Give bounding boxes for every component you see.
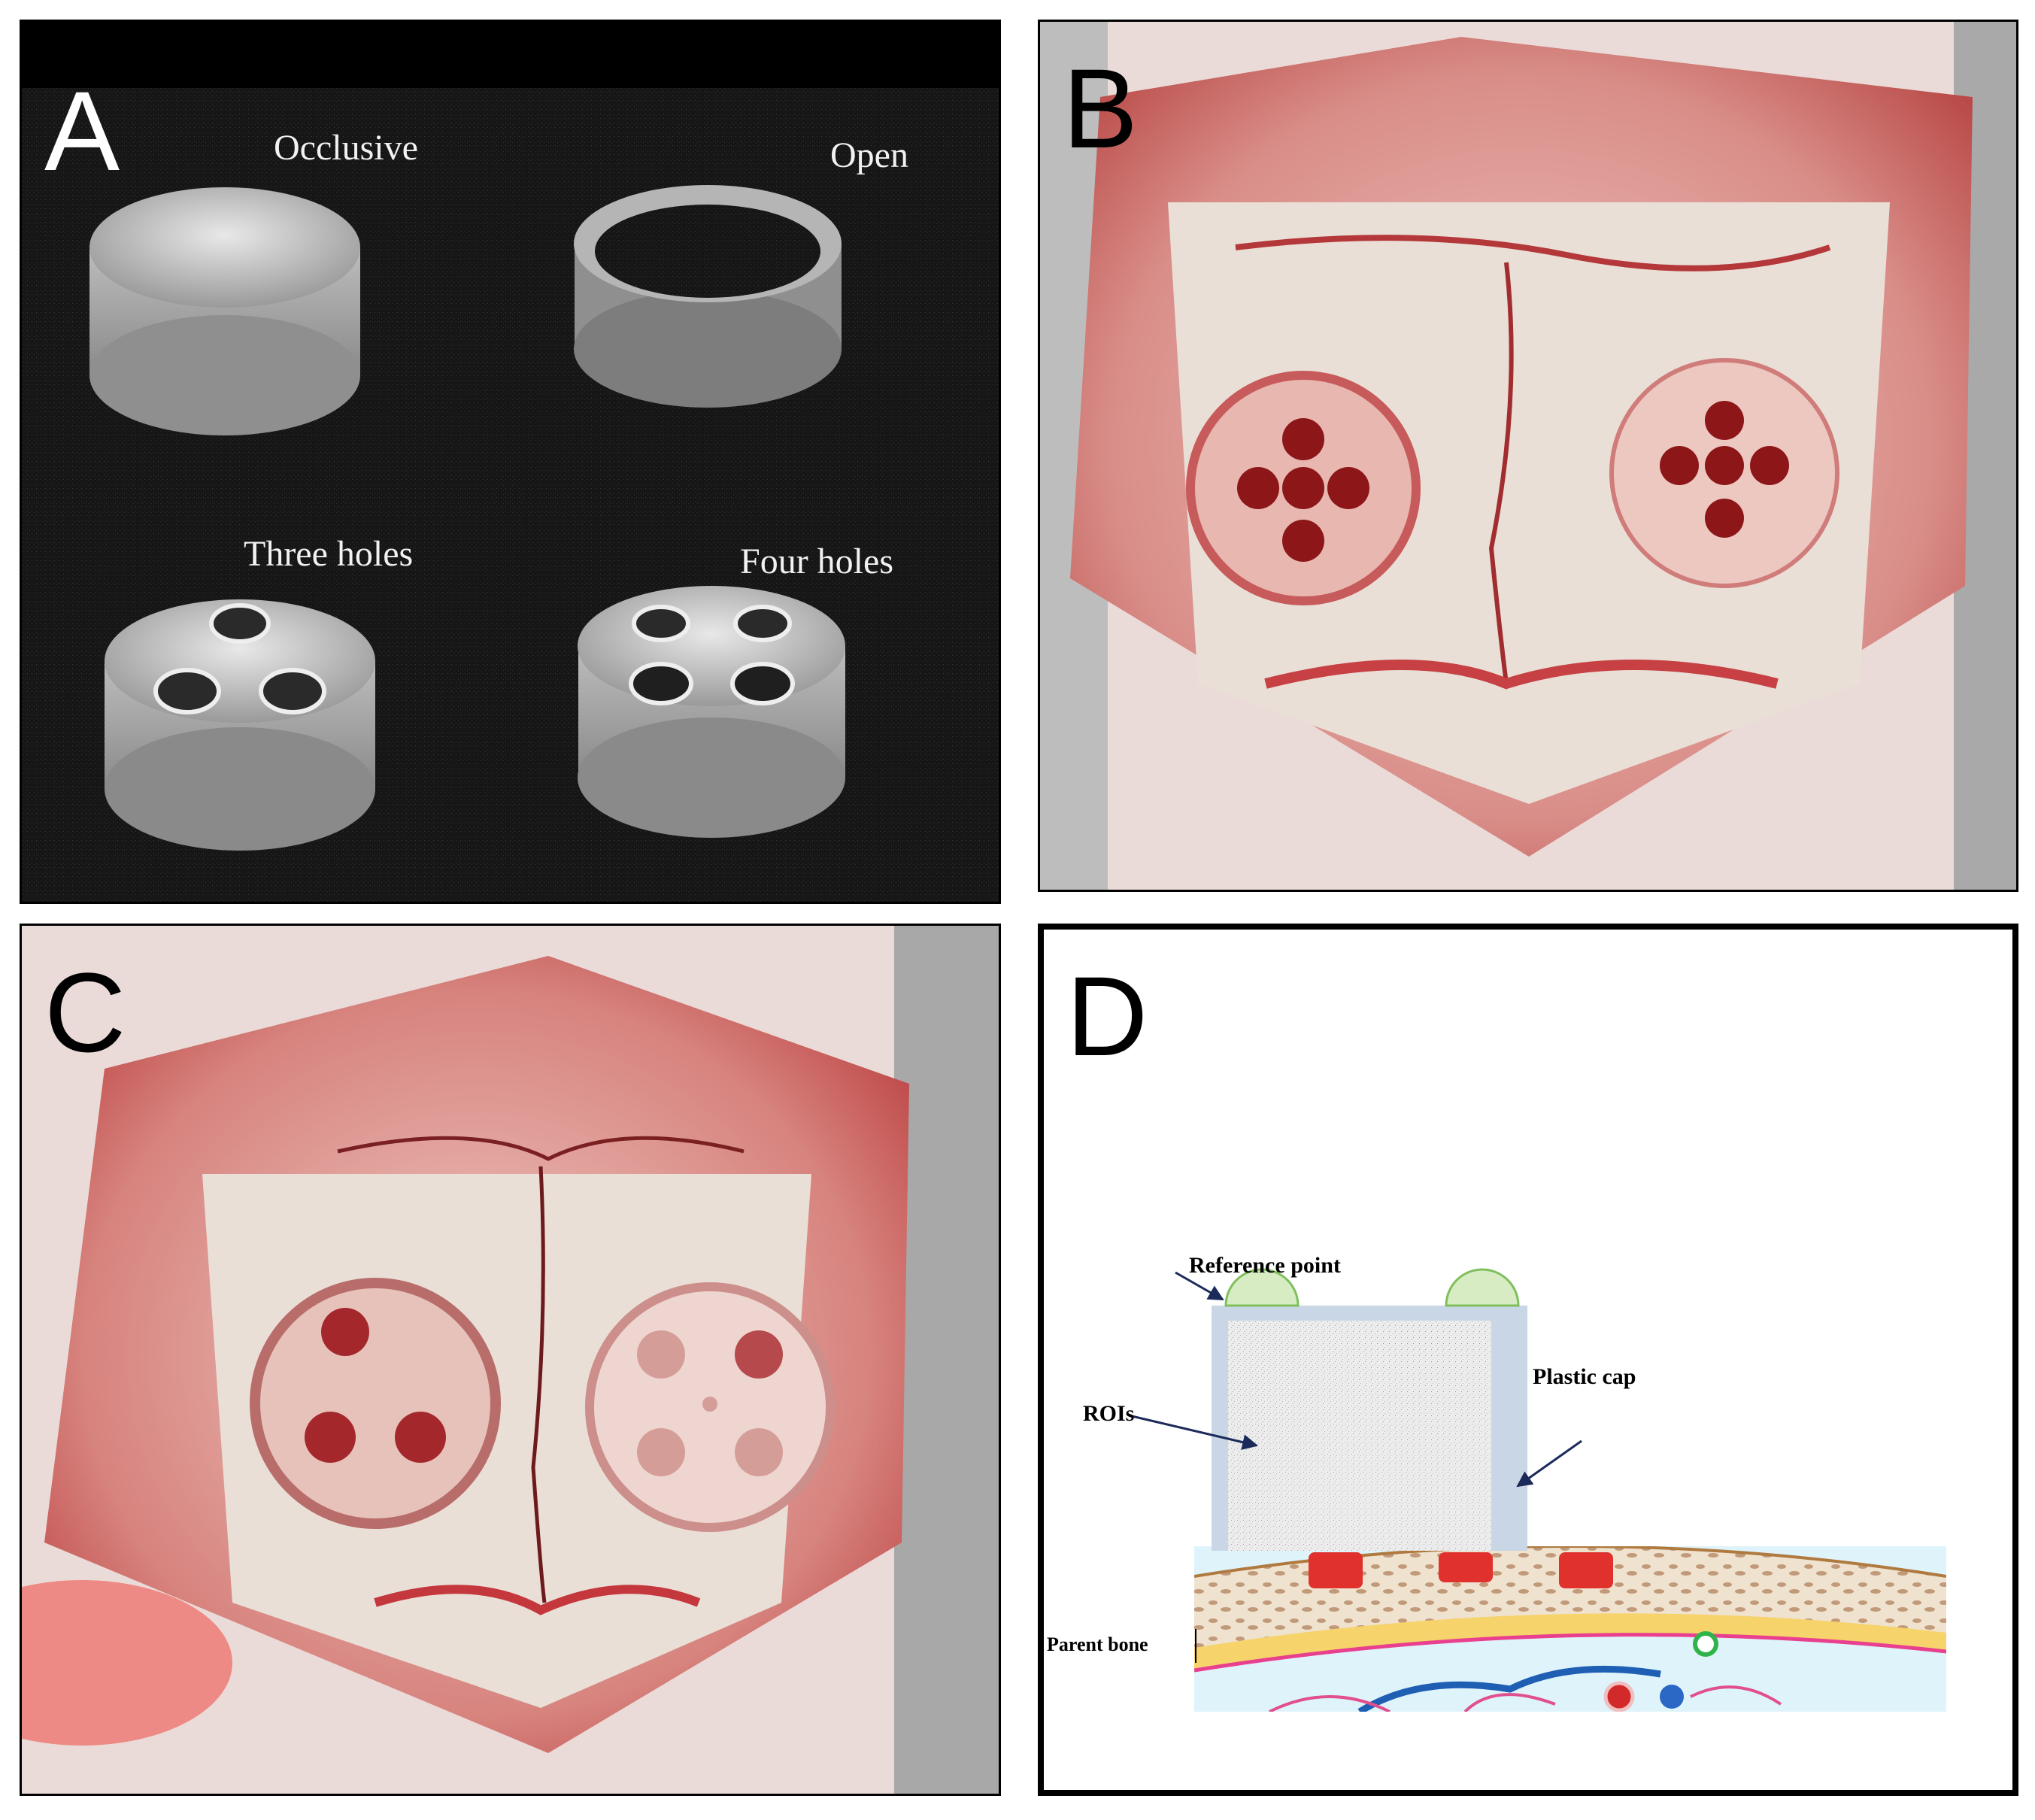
panel-b-photo — [1040, 22, 2016, 890]
red-blood-cell — [1603, 1681, 1635, 1712]
right-defect-group — [1609, 358, 1839, 588]
panel-a-letter: A — [44, 68, 120, 194]
left-cap-implanted — [250, 1278, 501, 1529]
label-parent-bone: Parent bone — [1047, 1633, 1148, 1655]
open-cap — [574, 185, 842, 408]
label-occlusive: Occlusive — [274, 128, 418, 168]
panel-c: C — [20, 924, 1001, 1796]
panel-a: A Occlusive Open Three holes Four holes — [20, 20, 1001, 904]
panel-c-letter: C — [44, 949, 126, 1075]
panel-d: D Reference point Plastic cap ROIs Paren… — [1038, 924, 2018, 1796]
right-cap-implanted — [585, 1282, 835, 1532]
defect-1 — [1309, 1552, 1363, 1588]
vessel-blue — [1357, 1665, 1661, 1712]
label-rois: ROIs — [1083, 1401, 1135, 1426]
left-defect-group — [1186, 371, 1421, 605]
defect-2 — [1439, 1552, 1493, 1582]
occlusive-cap — [89, 187, 360, 435]
arrow-reference-point — [1175, 1271, 1224, 1301]
arrow-plastic-cap — [1516, 1439, 1582, 1488]
panel-b: B — [1038, 20, 2018, 892]
defect-3 — [1559, 1552, 1613, 1588]
label-open: Open — [830, 135, 908, 175]
roi-region — [1228, 1321, 1491, 1551]
panel-d-letter: D — [1066, 953, 1148, 1079]
label-plastic-cap: Plastic cap — [1533, 1364, 1636, 1389]
label-four-holes: Four holes — [740, 541, 893, 581]
green-cell — [1693, 1631, 1718, 1657]
label-reference-point: Reference point — [1189, 1253, 1341, 1278]
three-holes-cap — [105, 599, 375, 851]
panel-a-photo — [22, 88, 999, 902]
vessel-pink — [1269, 1685, 1782, 1712]
panel-b-letter: B — [1063, 45, 1139, 171]
four-holes-cap — [578, 586, 845, 838]
panel-c-photo — [22, 926, 999, 1794]
reference-point-left — [1224, 1268, 1300, 1307]
panel-a-top-band — [22, 22, 999, 88]
label-three-holes: Three holes — [244, 534, 414, 574]
reference-point-right — [1445, 1268, 1520, 1307]
panel-d-schematic — [1131, 1268, 1946, 1712]
arrow-rois — [1131, 1415, 1259, 1450]
cortical-layer — [1194, 1613, 1946, 1670]
